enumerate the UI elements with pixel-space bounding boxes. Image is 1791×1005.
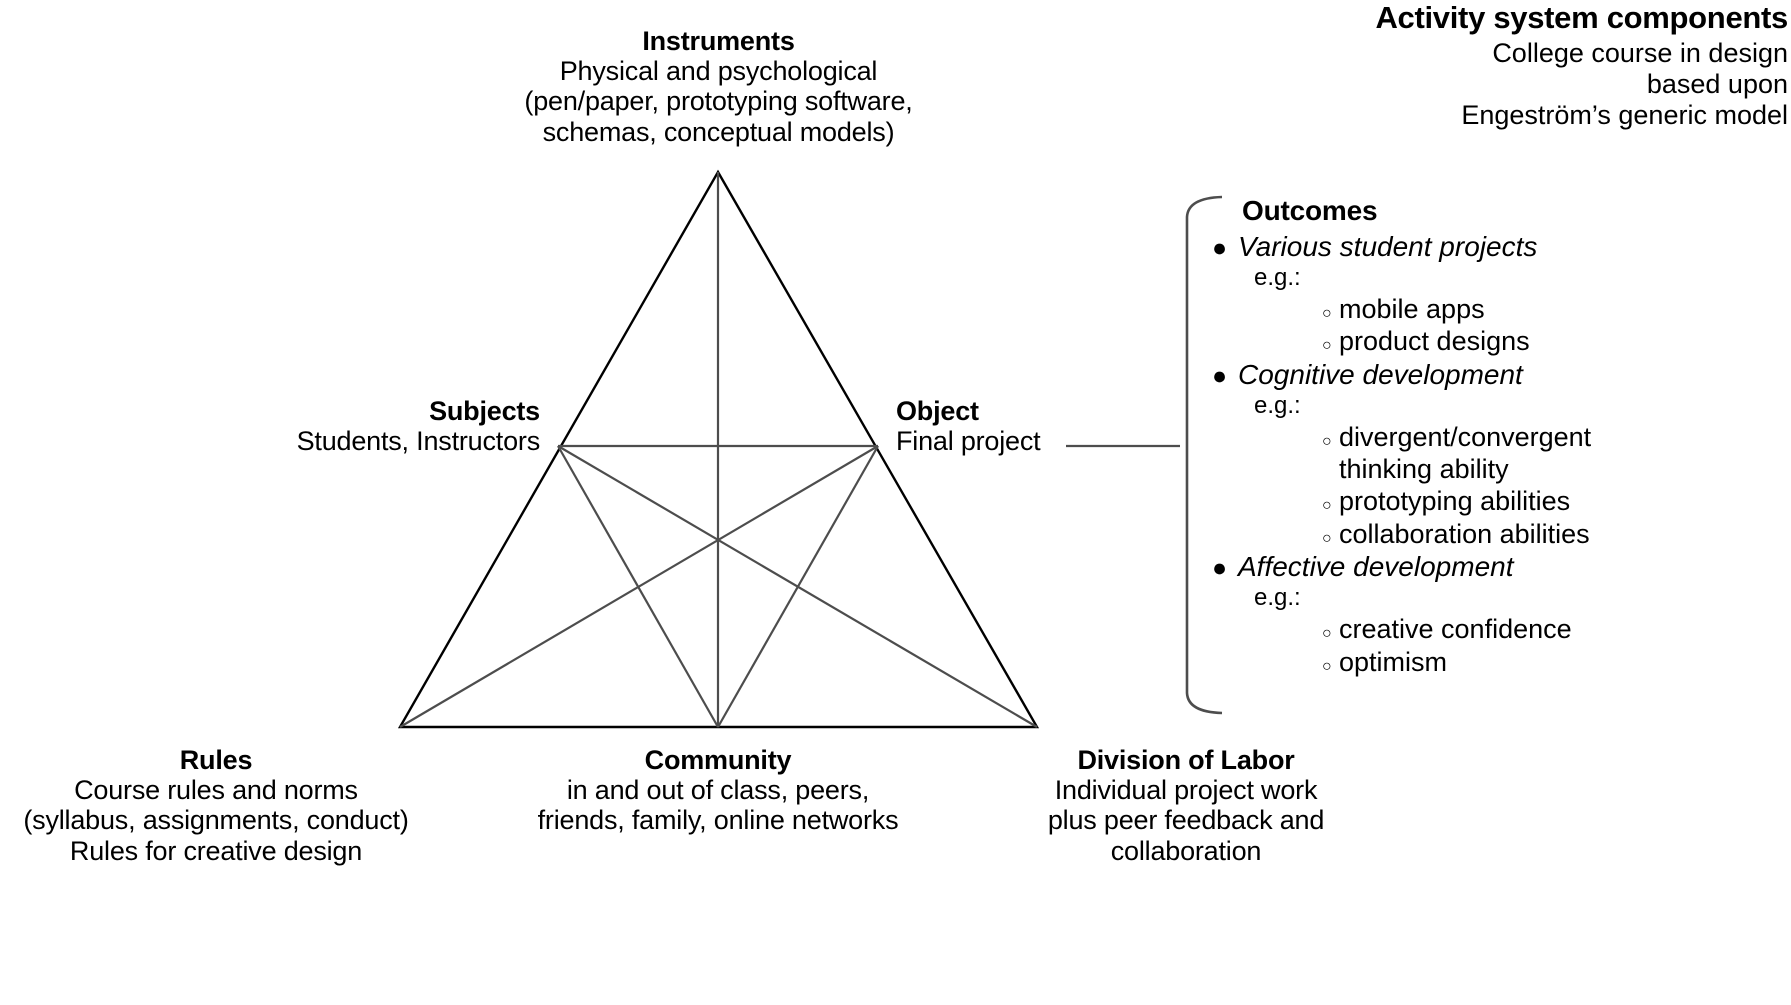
edge-object-community: [717, 445, 879, 728]
outcome-item-label: creative confidence: [1339, 614, 1572, 645]
outcome-item-label: collaboration abilities: [1339, 518, 1590, 549]
outcome-items: ○ divergent/convergent: [1322, 421, 1788, 453]
hollow-bullet-icon: ○: [1322, 657, 1332, 675]
outcome-item: ○ prototyping abilities: [1322, 485, 1788, 517]
division-title: Division of Labor: [1077, 745, 1295, 775]
outcome-group-header: ● Affective development: [1212, 550, 1788, 584]
node-label-rules: Rules Course rules and norms (syllabus, …: [10, 745, 422, 866]
division-description: Individual project work plus peer feedba…: [990, 775, 1382, 866]
node-label-subjects: Subjects Students, Instructors: [168, 396, 541, 457]
rules-description: Course rules and norms (syllabus, assign…: [10, 775, 422, 866]
outcome-group-label: Various student projects: [1238, 231, 1538, 262]
outcome-group-label: Affective development: [1238, 551, 1514, 583]
instruments-desc-line: (pen/paper, prototyping software,: [524, 86, 913, 117]
outcome-item-label: divergent/convergent: [1339, 421, 1592, 452]
hollow-bullet-icon: ○: [1322, 497, 1332, 515]
object-description: Final project: [896, 426, 1196, 456]
outcome-items: ○ mobile apps ○ product designs: [1322, 293, 1788, 358]
outcome-item: ○ creative confidence: [1322, 613, 1788, 645]
filled-bullet-icon: ●: [1212, 361, 1228, 390]
division-desc-line: collaboration: [1110, 835, 1262, 866]
community-desc-line: friends, family, online networks: [537, 805, 899, 836]
header-block: Activity system components College cours…: [1130, 0, 1788, 130]
community-description: in and out of class, peers, friends, fam…: [487, 775, 949, 835]
outcome-item: ○ collaboration abilities: [1322, 518, 1788, 550]
hollow-bullet-icon: ○: [1322, 337, 1332, 355]
subjects-desc-line: Students, Instructors: [296, 426, 541, 457]
community-desc-line: in and out of class, peers,: [566, 775, 870, 806]
hollow-bullet-icon: ○: [1322, 304, 1332, 322]
outcome-item: ○ product designs: [1322, 325, 1788, 357]
rules-desc-line: (syllabus, assignments, conduct): [23, 805, 409, 836]
outcome-item: ○ divergent/convergent: [1322, 421, 1788, 453]
instruments-desc-line: schemas, conceptual models): [542, 116, 895, 147]
outcome-group: ● Various student projects e.g.: ○ mobil…: [1212, 230, 1788, 358]
outcome-eg-label: e.g.:: [1254, 584, 1301, 612]
hollow-bullet-icon: ○: [1322, 432, 1332, 450]
outcomes-body: Outcomes ● Various student projects e.g.…: [1212, 195, 1788, 678]
outcome-group-header: ● Various student projects: [1212, 230, 1788, 264]
outcome-item-continuation: thinking ability: [1339, 454, 1509, 485]
outcome-group-header: ● Cognitive development: [1212, 358, 1788, 392]
outcomes-title: Outcomes: [1242, 195, 1378, 226]
hollow-bullet-icon: ○: [1322, 625, 1332, 643]
instruments-description: Physical and psychological (pen/paper, p…: [359, 56, 1078, 147]
outcome-items: ○ creative confidence ○ optimism: [1322, 613, 1788, 678]
outcome-item-label: prototyping abilities: [1339, 486, 1571, 517]
object-desc-line: Final project: [896, 426, 1041, 457]
outcome-item: ○ optimism: [1322, 646, 1788, 678]
outcome-items: ○ prototyping abilities ○ collaboration …: [1322, 485, 1788, 550]
header-subtitle-line: College course in design: [1492, 38, 1788, 68]
outcomes-bracket-icon: [1185, 195, 1223, 715]
hollow-bullet-icon: ○: [1322, 529, 1332, 547]
header-subtitle-line: Engeström’s generic model: [1461, 99, 1788, 130]
outcome-group-label: Cognitive development: [1238, 358, 1523, 390]
outcome-eg-label: e.g.:: [1254, 264, 1301, 292]
subjects-title: Subjects: [429, 396, 540, 426]
outcome-item-label: optimism: [1339, 646, 1448, 677]
outcome-group: ● Cognitive development e.g.: ○ divergen…: [1212, 358, 1788, 551]
object-title: Object: [896, 396, 979, 426]
node-label-division-of-labor: Division of Labor Individual project wor…: [990, 745, 1382, 866]
rules-title: Rules: [179, 745, 253, 775]
node-label-community: Community in and out of class, peers, fr…: [487, 745, 949, 836]
instruments-title: Instruments: [642, 26, 795, 56]
instruments-desc-line: Physical and psychological: [559, 56, 878, 87]
filled-bullet-icon: ●: [1212, 554, 1228, 583]
outcome-eg-label: e.g.:: [1254, 391, 1301, 419]
header-subtitle: College course in design based upon Enge…: [1130, 38, 1788, 130]
subjects-description: Students, Instructors: [168, 426, 541, 457]
node-label-instruments: Instruments Physical and psychological (…: [359, 26, 1078, 147]
filled-bullet-icon: ●: [1212, 234, 1228, 262]
division-desc-line: Individual project work: [1054, 775, 1318, 806]
community-title: Community: [644, 745, 792, 775]
outcome-item: ○ mobile apps: [1322, 293, 1788, 325]
page-title: Activity system components: [1375, 0, 1788, 35]
outcome-item-label: product designs: [1339, 326, 1530, 357]
outcome-group: ● Affective development e.g.: ○ creative…: [1212, 550, 1788, 678]
rules-desc-line: Course rules and norms: [74, 775, 358, 806]
header-subtitle-line: based upon: [1646, 68, 1788, 99]
edge-subjects-community: [557, 445, 719, 728]
node-label-object: Object Final project: [896, 396, 1196, 456]
outcome-item-label: mobile apps: [1339, 293, 1485, 324]
rules-desc-line: Rules for creative design: [69, 835, 363, 866]
division-desc-line: plus peer feedback and: [1047, 805, 1325, 836]
outcomes-panel: Outcomes ● Various student projects e.g.…: [1170, 195, 1788, 715]
